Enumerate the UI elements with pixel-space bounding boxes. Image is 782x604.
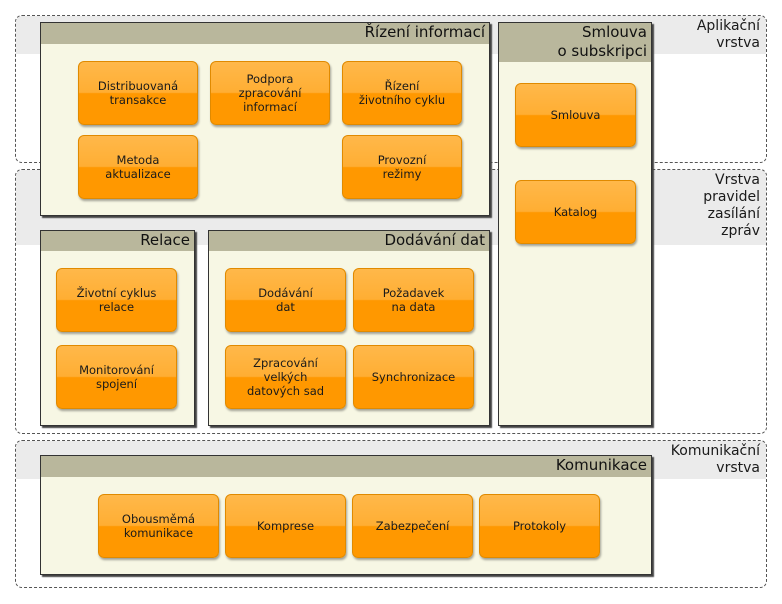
session-lifecycle-block: Životní cyklus relace [56, 268, 177, 332]
data-delivery-title: Dodávání dat [209, 231, 489, 251]
lifecycle-management-block: Řízení životního cyklu [342, 61, 462, 125]
info-management-title: Řízení informací [41, 23, 489, 44]
big-data-processing-block: Zpracování velkých datových sad [225, 345, 346, 409]
synchronization-block: Synchronizace [353, 345, 474, 409]
operation-modes-block: Provozní režimy [342, 135, 462, 199]
distributed-transactions-block: Distribuovaná transakce [78, 61, 198, 125]
update-method-block: Metoda aktualizace [78, 135, 198, 199]
info-processing-support-block: Podpora zpracování informací [210, 61, 330, 125]
bidirectional-communication-block: Obousměmá komunikace [98, 494, 219, 558]
compression-block: Komprese [225, 494, 346, 558]
data-delivery-block: Dodávání dat [225, 268, 346, 332]
data-delivery-box: Dodávání dat Dodávání dat Požadavek na d… [208, 230, 490, 426]
connection-monitoring-block: Monitorování spojení [56, 345, 177, 409]
contract-block: Smlouva [515, 83, 636, 147]
communication-title: Komunikace [41, 456, 651, 477]
protocols-block: Protokoly [479, 494, 600, 558]
info-management-box: Řízení informací Distribuovaná transakce… [40, 22, 490, 216]
session-title: Relace [41, 231, 194, 251]
subscription-title: Smlouva o subskripci [499, 23, 651, 62]
subscription-box: Smlouva o subskripci Smlouva Katalog [498, 22, 652, 426]
communication-layer-label: Komunikační vrstva [670, 443, 760, 476]
messaging-layer-label: Vrstva pravidel zasílání zpráv [703, 172, 760, 239]
catalog-block: Katalog [515, 180, 636, 244]
communication-box: Komunikace Obousměmá komunikace Komprese… [40, 455, 652, 575]
data-request-block: Požadavek na data [353, 268, 474, 332]
application-layer-label: Aplikační vrstva [696, 18, 760, 51]
session-box: Relace Životní cyklus relace Monitorován… [40, 230, 195, 426]
security-block: Zabezpečení [352, 494, 473, 558]
